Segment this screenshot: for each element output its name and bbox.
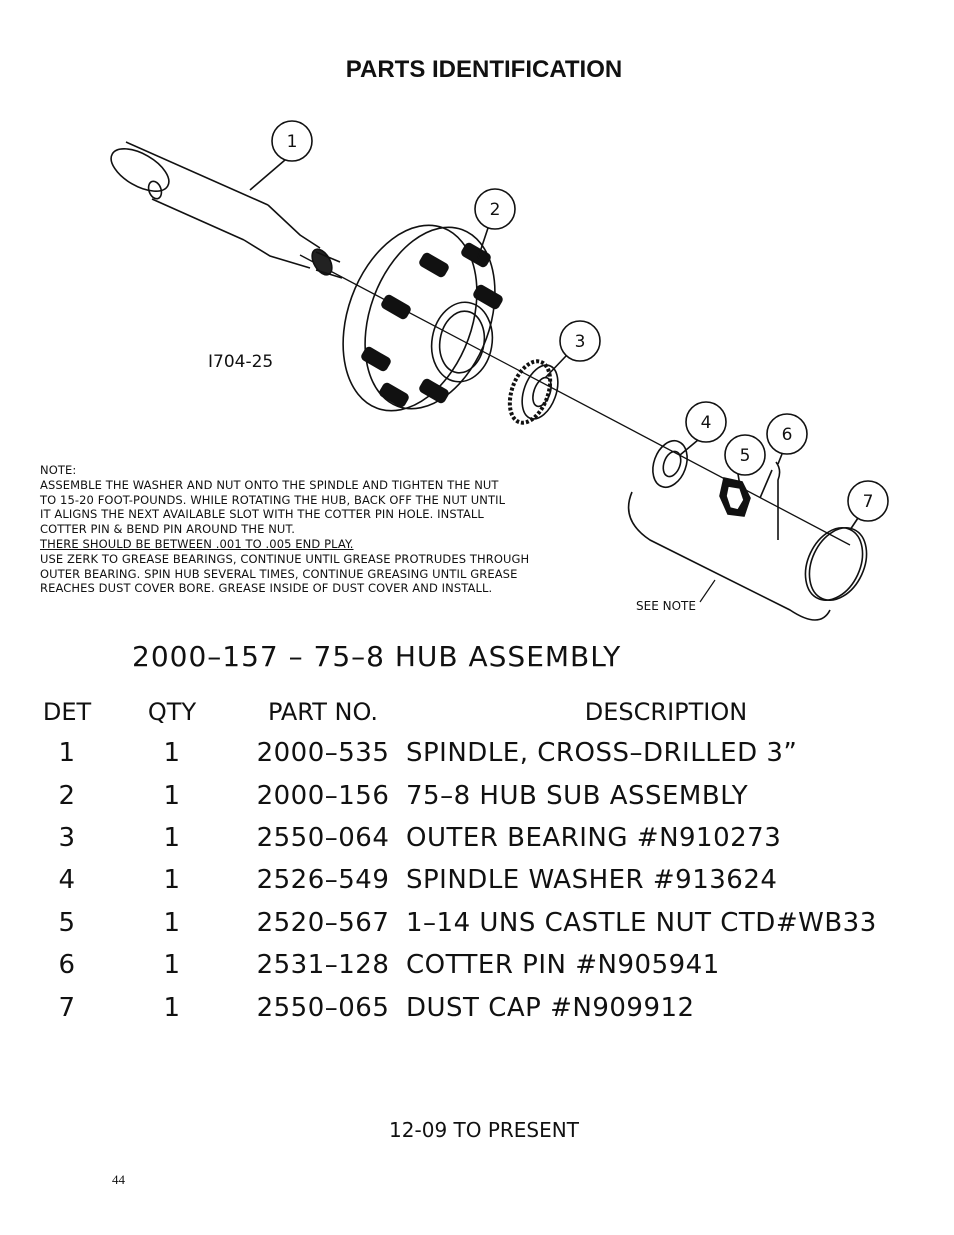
note-line: IT ALIGNS THE NEXT AVAILABLE SLOT WITH T…	[40, 507, 484, 522]
callout-3	[544, 320, 601, 379]
cell-det: 1	[58, 738, 76, 769]
table-header-row: DET QTY PART NO. DESCRIPTION	[30, 692, 926, 732]
callout-label-1: 1	[287, 132, 298, 152]
assembly-note: NOTE: ASSEMBLE THE WASHER AND NUT ONTO T…	[40, 463, 600, 596]
note-line: REACHES DUST COVER BORE. GREASE INSIDE O…	[40, 581, 493, 596]
callout-1	[249, 120, 313, 191]
note-line: ASSEMBLE THE WASHER AND NUT ONTO THE SPI…	[40, 477, 499, 492]
table-row: 4 1 2526–549 SPINDLE WASHER #913624	[30, 859, 926, 901]
note-line: OUTER BEARING. SPIN HUB SEVERAL TIMES, C…	[40, 566, 518, 581]
cell-description: SPINDLE WASHER #913624	[406, 865, 778, 896]
cell-part-no: 2000–535	[256, 738, 390, 769]
cell-qty: 1	[163, 738, 181, 769]
cell-description: 75–8 HUB SUB ASSEMBLY	[406, 780, 749, 811]
cell-qty: 1	[163, 950, 181, 981]
note-end-play: THERE SHOULD BE BETWEEN .001 TO .005 END…	[40, 536, 354, 551]
callout-label-3: 3	[575, 332, 586, 352]
note-line: USE ZERK TO GREASE BEARINGS, CONTINUE UN…	[40, 551, 530, 566]
callout-7	[847, 480, 889, 531]
callout-label-4: 4	[701, 413, 712, 433]
cell-part-no: 2000–156	[256, 780, 390, 811]
dust-cap-part	[804, 527, 868, 601]
assembly-title: 2000–157 – 75–8 HUB ASSEMBLY	[132, 640, 622, 673]
table-row: 5 1 2520–567 1–14 UNS CASTLE NUT CTD#WB3…	[30, 902, 926, 944]
header-description: DESCRIPTION	[584, 698, 748, 726]
header-det: DET	[42, 698, 92, 726]
note-line: TO 15-20 FOOT-POUNDS. WHILE ROTATING THE…	[40, 492, 506, 507]
callout-label-6: 6	[782, 425, 793, 445]
page-number: 44	[112, 1172, 125, 1187]
cell-description: COTTER PIN #N905941	[406, 950, 720, 981]
cell-description: 1–14 UNS CASTLE NUT CTD#WB33	[406, 907, 877, 938]
callout-4	[679, 401, 727, 456]
callout-label-2: 2	[490, 200, 501, 220]
cell-det: 3	[58, 822, 76, 853]
hub-part	[342, 224, 503, 412]
cell-det: 5	[58, 907, 76, 938]
callout-label-5: 5	[740, 446, 751, 466]
castle-nut-part	[719, 477, 751, 517]
cell-part-no: 2520–567	[256, 907, 390, 938]
callout-label-7: 7	[863, 492, 874, 512]
note-heading: NOTE:	[40, 463, 77, 477]
parts-table: DET QTY PART NO. DESCRIPTION 1 1 2000–53…	[30, 692, 926, 1029]
page-title: PARTS IDENTIFICATION	[345, 56, 623, 83]
callout-6	[766, 413, 808, 465]
table-row: 3 1 2550–064 OUTER BEARING #N910273	[30, 817, 926, 859]
cell-det: 7	[58, 992, 76, 1023]
cell-qty: 1	[163, 865, 181, 896]
washer-part	[652, 439, 688, 489]
callout-2	[474, 188, 516, 259]
table-row: 6 1 2531–128 COTTER PIN #N905941	[30, 944, 926, 986]
cell-description: DUST CAP #N909912	[406, 992, 695, 1023]
cotter-pin-part	[759, 461, 781, 540]
revision-footer: 12-09 TO PRESENT	[389, 1118, 579, 1142]
cell-part-no: 2531–128	[256, 950, 390, 981]
see-note-label: SEE NOTE	[636, 599, 696, 613]
table-row: 2 1 2000–156 75–8 HUB SUB ASSEMBLY	[30, 774, 926, 816]
cell-qty: 1	[163, 780, 181, 811]
cell-part-no: 2550–065	[256, 992, 390, 1023]
exploded-hub-drawing: 1 2 3 4 5 6 7	[110, 120, 889, 621]
note-line: COTTER PIN & BEND PIN AROUND THE NUT.	[40, 522, 295, 537]
cell-qty: 1	[163, 907, 181, 938]
bearing-part	[507, 359, 559, 425]
cell-part-no: 2526–549	[256, 865, 390, 896]
spindle-part	[110, 141, 343, 279]
drawing-number: I704-25	[208, 352, 274, 372]
cell-det: 4	[58, 865, 76, 896]
header-part-no: PART NO.	[267, 698, 379, 726]
header-qty: QTY	[147, 698, 197, 726]
cell-qty: 1	[163, 822, 181, 853]
callout-5	[724, 434, 766, 487]
table-row: 7 1 2550–065 DUST CAP #N909912	[30, 986, 926, 1028]
cell-det: 6	[58, 950, 76, 981]
cell-description: SPINDLE, CROSS–DRILLED 3”	[406, 738, 798, 769]
cell-part-no: 2550–064	[256, 822, 390, 853]
cell-description: OUTER BEARING #N910273	[406, 822, 782, 853]
cell-det: 2	[58, 780, 76, 811]
cell-qty: 1	[163, 992, 181, 1023]
table-row: 1 1 2000–535 SPINDLE, CROSS–DRILLED 3”	[30, 732, 926, 774]
